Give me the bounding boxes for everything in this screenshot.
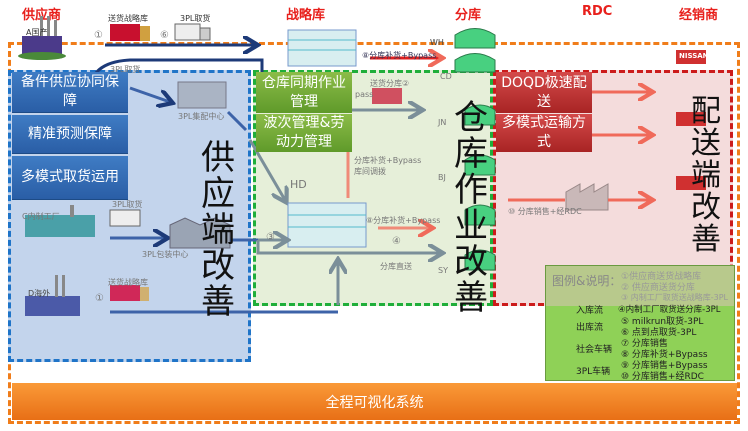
legend-item: ⑤ milkrun取货-3PL: [621, 317, 704, 327]
route-label: 送货战略库: [108, 14, 148, 23]
dealer-icons: [676, 50, 706, 190]
legend-title: 图例&说明：: [552, 274, 622, 288]
visibility-system-bar: 全程可视化系统: [12, 383, 737, 420]
3pl-pack-center-icon: [169, 217, 231, 249]
3pl-truck-icon-c: [109, 209, 141, 227]
bj-label: BJ: [438, 173, 446, 182]
legend-item: ⑦ 分库销售: [621, 339, 668, 349]
route-label: 3PL取货: [112, 200, 143, 209]
supplier-d-label: D海外: [28, 289, 51, 298]
card-sync-operations: 仓库同期作业管理: [256, 72, 352, 113]
card-forecast: 精准预测保障: [12, 115, 128, 154]
strategic-warehouse-icon: [287, 29, 357, 67]
column-header-dealer: 经销商: [679, 8, 719, 23]
hd-label: HD: [290, 178, 307, 191]
route-label: 送货分库②: [370, 79, 410, 88]
route-label: 3PL取货: [180, 14, 211, 23]
route-label: 库间调拨: [354, 167, 386, 176]
legend: 图例&说明： ①供应商送货战略库 ② 供应商送货分库 ③ 内制工厂取货送战略库-…: [545, 265, 735, 382]
column-header-strategic-warehouse: 战略库: [286, 8, 326, 23]
route-number: ⑥: [160, 30, 169, 41]
legend-key-3pl-vehicle: 3PL车辆: [576, 367, 611, 377]
route-number: ①: [94, 30, 103, 41]
legend-key-inbound: 入库流: [576, 306, 604, 316]
card-doqd: DOQD极速配送: [496, 72, 592, 113]
legend-key-outbound: 出库流: [576, 323, 604, 333]
social-truck-icon-2: [372, 88, 402, 104]
column-header-supplier: 供应商: [22, 8, 62, 23]
factory-d-icon: [25, 275, 80, 316]
route-label: 分库直送: [380, 262, 412, 271]
route-label: ⑧分库补货+Bypass: [362, 51, 437, 60]
jn-label: JN: [438, 118, 447, 127]
wh-label: WH: [430, 38, 444, 47]
route-label: 分库补货+Bypass: [354, 156, 422, 165]
supplier-c-label: C内制工厂: [22, 212, 60, 221]
route-number: ③: [266, 232, 275, 243]
legend-item: ② 供应商送货分库: [621, 283, 695, 293]
factory-c-icon: [25, 205, 95, 237]
legend-key-social-vehicle: 社会车辆: [576, 345, 613, 355]
3pl-truck-icon: [174, 23, 211, 41]
legend-item: ④内制工厂取货送分库-3PL: [618, 305, 721, 315]
route-label: ⑩ 分库销售+经RDC: [508, 207, 582, 216]
pack-center-label: 3PL包装中心: [142, 250, 189, 259]
column-header-rdc: RDC: [582, 4, 613, 19]
legend-item: ①供应商送货战略库: [621, 272, 702, 282]
route-number: ④: [392, 236, 401, 247]
supplier-a-label: A国产: [26, 28, 48, 37]
hub-label: 3PL集配中心: [178, 112, 225, 121]
route-label: pass: [355, 90, 374, 99]
warehouse-zone: [253, 70, 493, 306]
legend-item: ⑧ 分库补货+Bypass: [621, 350, 708, 360]
delivery-zone-title: 配送端改善: [691, 94, 721, 257]
dealer-sign: NISSAN: [679, 52, 709, 60]
card-wave-management: 波次管理&劳动力管理: [256, 114, 352, 152]
legend-item: ⑩ 分库销售+经RDC: [621, 372, 704, 382]
cd-label: CD: [440, 72, 452, 81]
legend-item: ⑨ 分库销售+Bypass: [621, 361, 708, 371]
factory-icon: [18, 16, 66, 60]
card-multimodal-transport: 多模式运输方式: [496, 114, 592, 152]
legend-item: ③ 内制工厂取货送战略库-3PL: [621, 293, 728, 302]
route-label: ⑧分库补货+Bypass: [366, 216, 441, 225]
warehouse-zone-title: 仓库作业改善: [454, 98, 488, 318]
3pl-hub-icon: [177, 81, 227, 109]
route-number: ①: [95, 293, 104, 304]
social-truck-icon: [110, 24, 150, 41]
hd-warehouse-icon: [287, 202, 367, 248]
route-label: 送货战略库: [108, 278, 148, 287]
column-header-branch-warehouse: 分库: [455, 8, 482, 23]
card-multimodal-pickup: 多模式取货运用: [12, 156, 128, 200]
supply-zone-title: 供应端改善: [201, 138, 235, 322]
sy-label: SY: [438, 266, 448, 275]
social-truck-icon-d: [110, 285, 149, 301]
legend-item: ⑥ 点到点取货-3PL: [621, 328, 697, 338]
route-label: 3PL取货: [110, 65, 141, 74]
branch-warehouse-icons: [454, 28, 496, 271]
card-supply-coordination: 备件供应协同保障: [12, 72, 128, 113]
